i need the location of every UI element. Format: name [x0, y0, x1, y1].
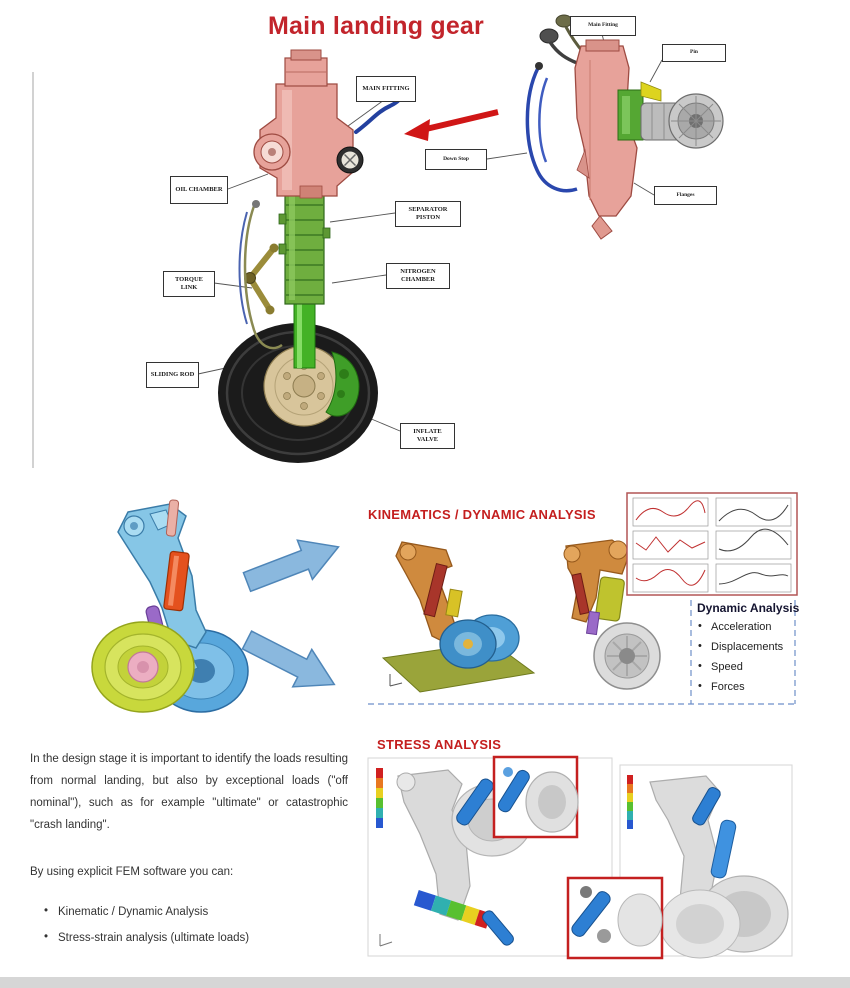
- callout-oil-chamber: OIL CHAMBER: [170, 176, 228, 204]
- callout-nitrogen-chamber: NITROGEN CHAMBER: [386, 263, 450, 289]
- slide2-graphics: [0, 492, 850, 988]
- design-stage-paragraph: In the design stage it is important to i…: [30, 753, 348, 831]
- callout-sliding-rod: SLIDING ROD: [146, 362, 199, 388]
- callout-assembly-main-fitting: Main Fitting: [570, 16, 636, 36]
- stress-inset-detail-2: [566, 876, 664, 960]
- page-bottom-strip: [0, 977, 850, 988]
- page-title: Main landing gear: [268, 12, 484, 40]
- callout-torque-link: TORQUE LINK: [163, 271, 215, 297]
- list-item: Speed: [698, 660, 828, 681]
- red-arrow: [404, 109, 499, 141]
- dynamic-analysis-title: Dynamic Analysis: [697, 601, 800, 615]
- list-item: Displacements: [698, 640, 828, 661]
- stress-heading: STRESS ANALYSIS: [377, 737, 502, 752]
- list-item: Acceleration: [698, 620, 828, 641]
- callout-assembly-pin: Pin: [662, 44, 726, 62]
- kinematics-model-wheel: [563, 539, 661, 690]
- dynamic-analysis-list: Acceleration Displacements Speed Forces: [698, 620, 828, 701]
- arrow-to-stress-icon: [241, 630, 336, 688]
- list-item: Kinematic / Dynamic Analysis: [44, 905, 344, 932]
- callout-separator-piston: SEPARATOR PISTON: [395, 201, 461, 227]
- fem-intro-paragraph: By using explicit FEM software you can:: [30, 866, 234, 878]
- charts-panel: [626, 492, 798, 596]
- list-item: Stress-strain analysis (ultimate loads): [44, 931, 344, 958]
- callout-assembly-down-stop: Down Stop: [425, 149, 487, 170]
- fem-capabilities-list: Kinematic / Dynamic Analysis Stress-stra…: [44, 905, 344, 958]
- callout-main-fitting: MAIN FITTING: [356, 76, 416, 102]
- fringe-bar-left: [376, 768, 383, 828]
- callout-assembly-flanges: Flanges: [654, 186, 717, 205]
- kinematics-heading: KINEMATICS / DYNAMIC ANALYSIS: [368, 507, 596, 522]
- kinematics-model-ground: [381, 541, 536, 693]
- list-item: Forces: [698, 680, 828, 701]
- fringe-bar-right: [627, 775, 633, 829]
- assembly-illustration: [486, 14, 724, 240]
- main-gear-illustration: [197, 49, 405, 463]
- landing-gear-cad: [91, 499, 249, 713]
- arrow-to-kinematics-icon: [242, 539, 340, 593]
- callout-inflate-valve: INFLATE VALVE: [400, 423, 455, 449]
- stress-inset-detail-1: [492, 755, 579, 839]
- slide1-diagram: [32, 14, 724, 468]
